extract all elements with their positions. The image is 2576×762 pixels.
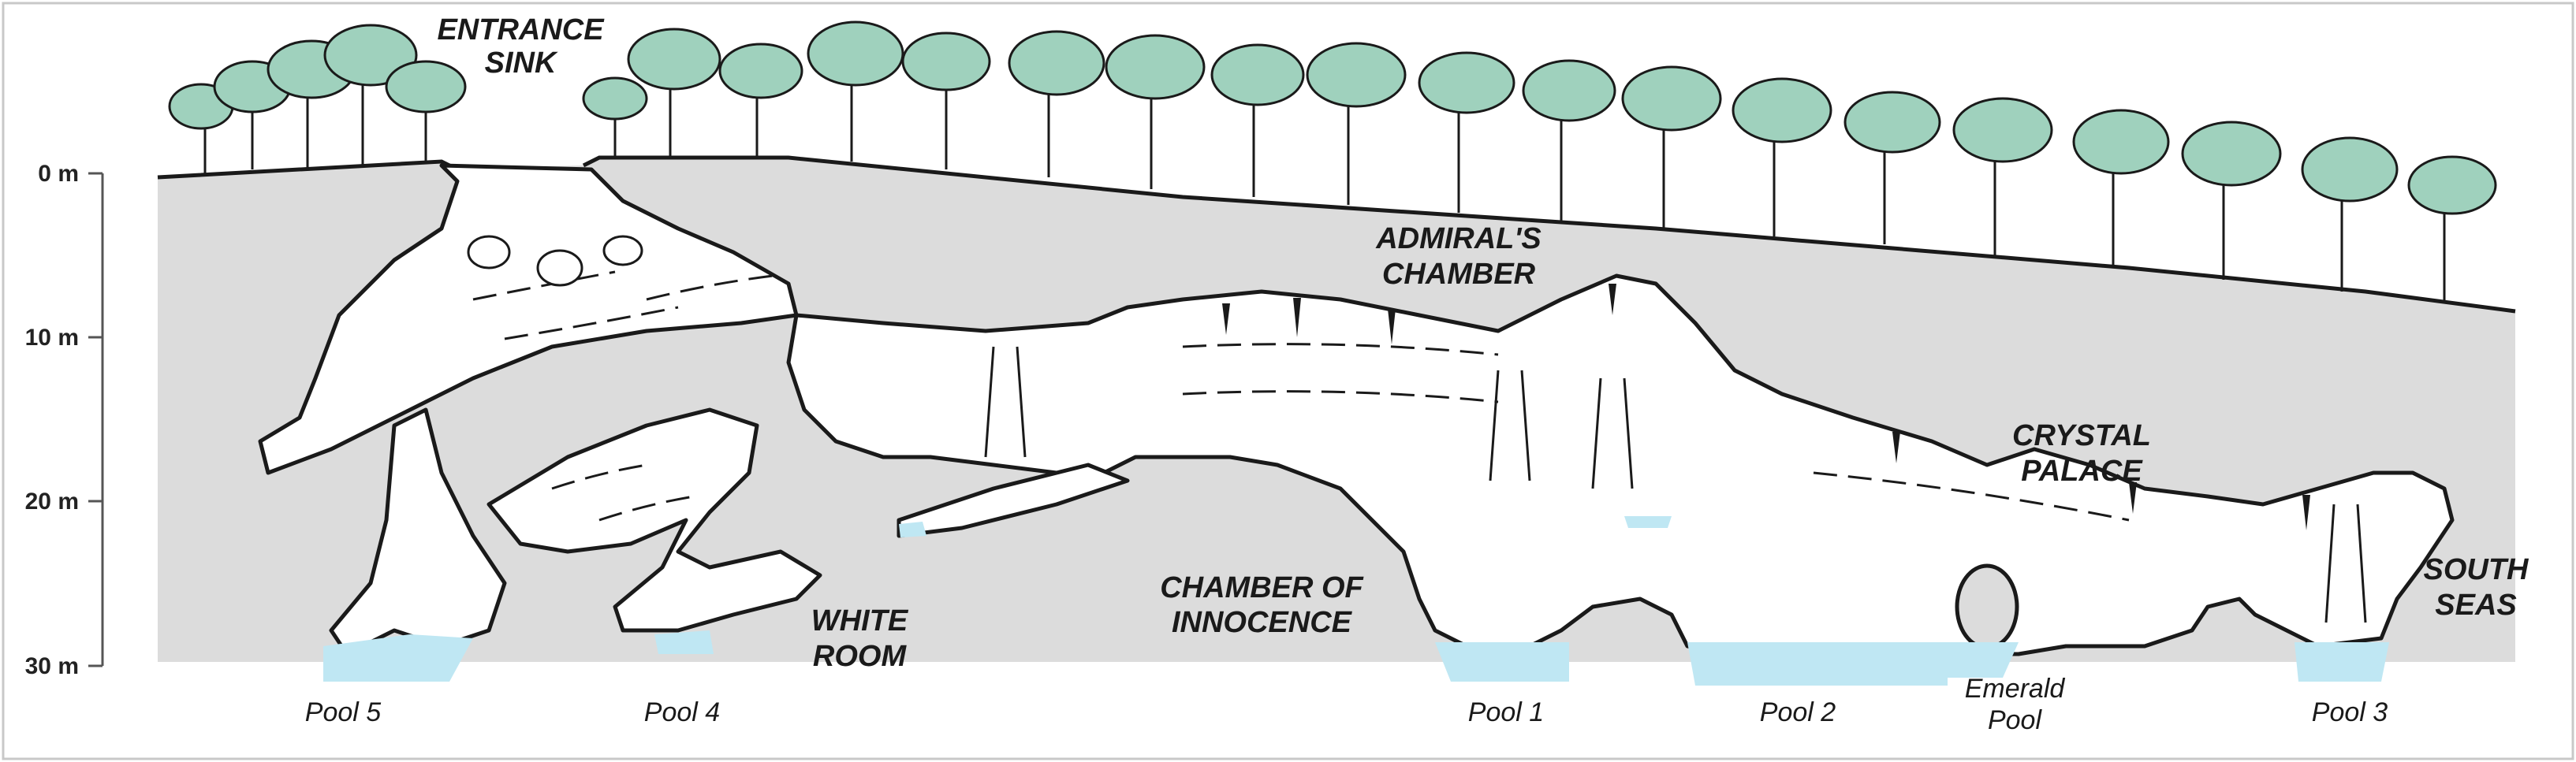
upper-pool-water bbox=[1624, 516, 1672, 528]
tree-group-right bbox=[582, 20, 2497, 303]
label-pool1: Pool 1 bbox=[1468, 697, 1544, 727]
label-chamber-of: CHAMBER OF bbox=[1160, 571, 1364, 604]
label-pool3: Pool 3 bbox=[2312, 697, 2388, 727]
depth-tick-10: 10 m bbox=[25, 325, 79, 351]
label-emerald-2: Pool bbox=[1988, 705, 2042, 735]
label-crystal: CRYSTAL bbox=[2012, 419, 2151, 452]
stalactites bbox=[1222, 284, 2310, 530]
label-south: SOUTH bbox=[2424, 553, 2530, 586]
label-entrance: ENTRANCE bbox=[437, 13, 605, 46]
boulders bbox=[467, 235, 643, 287]
label-emerald-1: Emerald bbox=[1965, 674, 2066, 704]
emerald-pool-rock-pillar bbox=[1955, 563, 2019, 650]
label-innocence: INNOCENCE bbox=[1172, 606, 1353, 639]
label-white: WHITE bbox=[811, 604, 909, 637]
label-palace: PALACE bbox=[2021, 455, 2143, 488]
label-pool5: Pool 5 bbox=[305, 697, 381, 727]
label-admirals: ADMIRAL'S bbox=[1375, 222, 1541, 255]
white-room-branch bbox=[486, 407, 822, 633]
forest-canopy bbox=[168, 20, 2497, 303]
pool3-water bbox=[2295, 642, 2389, 682]
cave-texture bbox=[472, 270, 2130, 522]
water-pools bbox=[323, 516, 2389, 686]
pool4-water bbox=[654, 630, 714, 654]
main-trunk-passage bbox=[786, 273, 2455, 656]
label-pool2: Pool 2 bbox=[1760, 697, 1836, 727]
depth-tick-0: 0 m bbox=[38, 161, 79, 187]
entrance-sink-chamber bbox=[258, 163, 799, 475]
side-pool-water bbox=[899, 522, 926, 537]
label-sink: SINK bbox=[485, 46, 558, 80]
depth-tick-30: 30 m bbox=[25, 653, 79, 679]
cave-passages bbox=[258, 163, 2455, 656]
pool2-water bbox=[1687, 642, 1948, 686]
label-room: ROOM bbox=[813, 640, 908, 673]
depth-tick-20: 20 m bbox=[25, 489, 79, 515]
columns bbox=[984, 346, 2367, 623]
pool5-water bbox=[323, 634, 473, 682]
depth-axis bbox=[88, 172, 104, 667]
label-chamber: CHAMBER bbox=[1382, 258, 1536, 291]
tree-group-left bbox=[168, 24, 467, 173]
pool1-water bbox=[1435, 642, 1569, 682]
label-seas: SEAS bbox=[2435, 589, 2516, 622]
emerald-pool-water bbox=[1948, 642, 2019, 678]
label-pool4: Pool 4 bbox=[644, 697, 720, 727]
